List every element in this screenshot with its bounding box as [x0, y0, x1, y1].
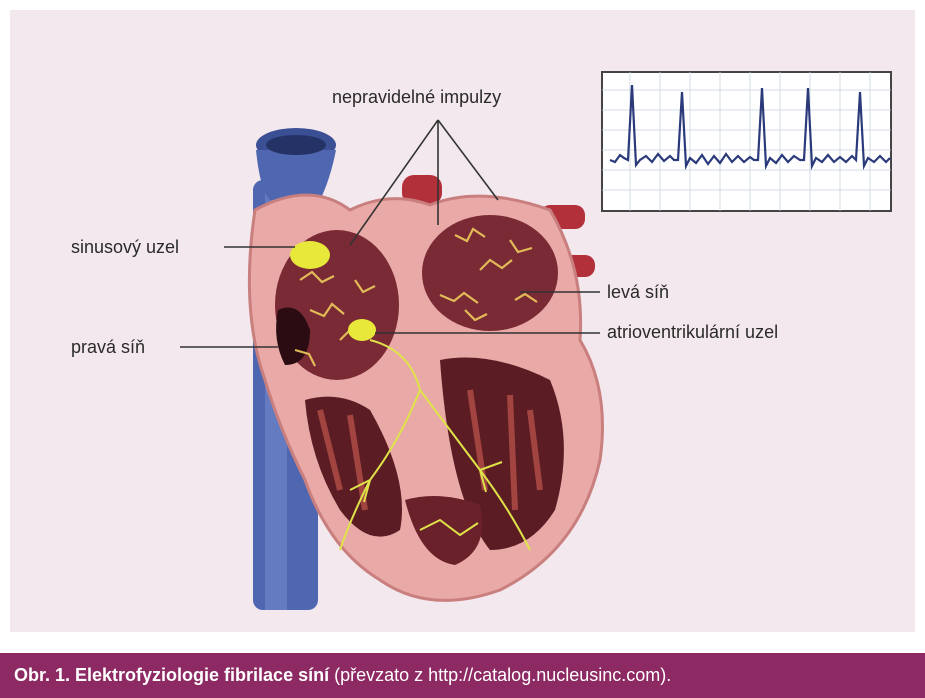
label-irregular-impulses: nepravidelné impulzy: [332, 87, 501, 108]
caption-title: Obr. 1. Elektrofyziologie fibrilace síní: [14, 665, 329, 686]
ecg-strip: [602, 72, 891, 211]
caption-bar: Obr. 1. Elektrofyziologie fibrilace síní…: [0, 653, 925, 698]
sinus-node: [290, 241, 330, 269]
label-av-node: atrioventrikulární uzel: [607, 322, 778, 343]
figure-panel: nepravidelné impulzy sinusový uzel pravá…: [10, 10, 915, 632]
caption-source: (převzato z http://catalog.nucleusinc.co…: [329, 665, 671, 686]
label-right-atrium: pravá síň: [71, 337, 145, 358]
label-left-atrium: levá síň: [607, 282, 669, 303]
av-node: [348, 319, 376, 341]
label-sinus-node: sinusový uzel: [71, 237, 179, 258]
